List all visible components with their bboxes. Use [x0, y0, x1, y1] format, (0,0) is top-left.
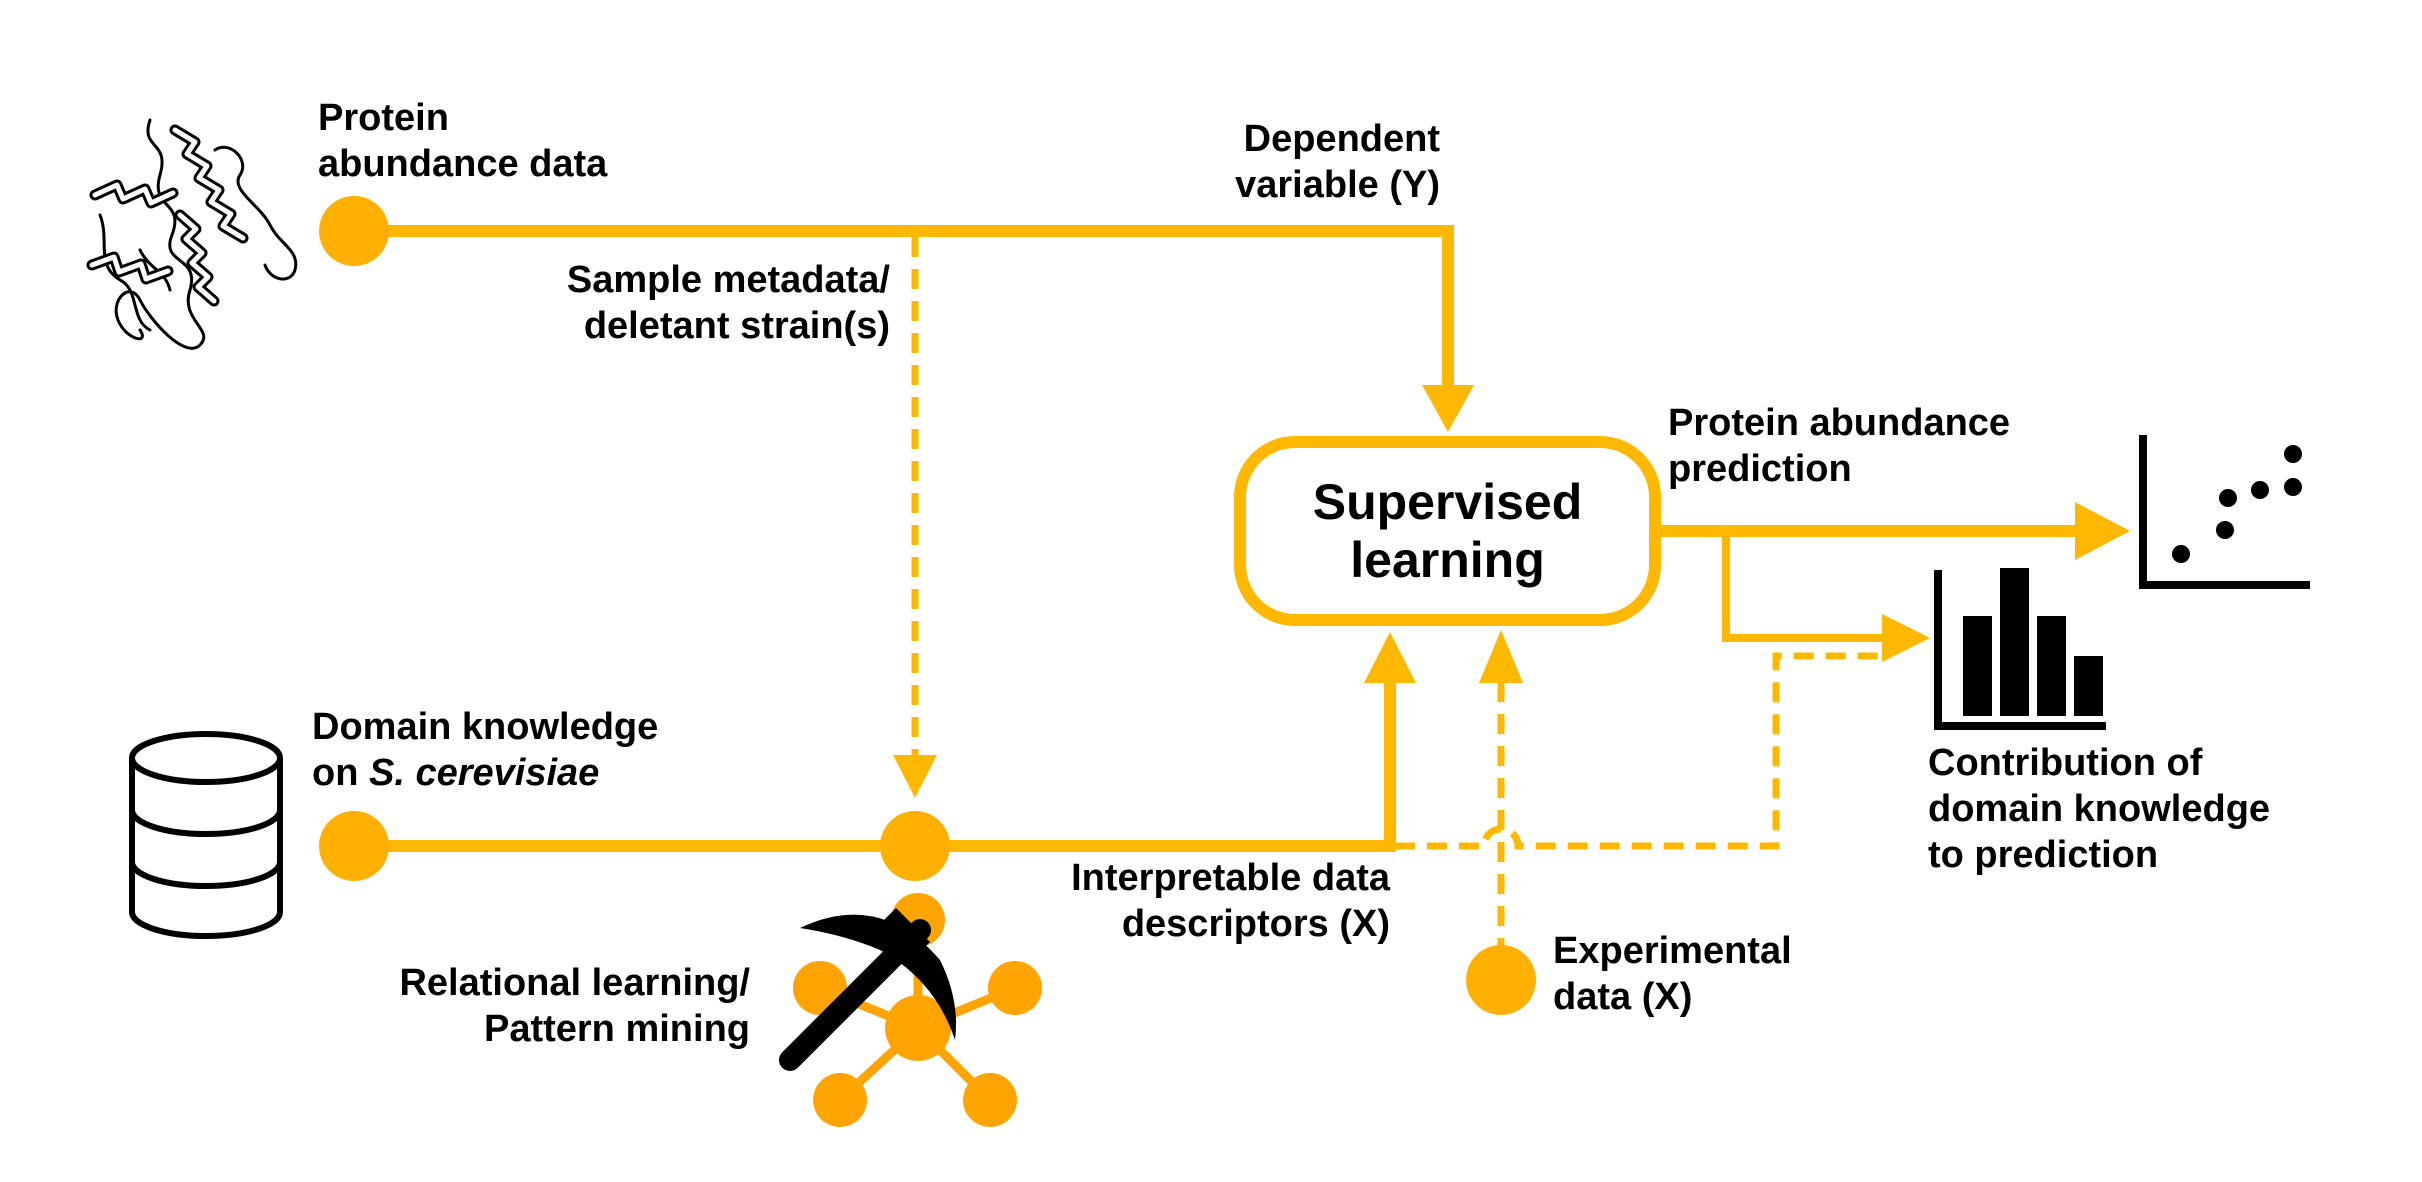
supervised-learning-label: Supervised learning: [1246, 473, 1649, 589]
domain-knowledge-label-prefix: on: [312, 752, 369, 794]
interpretable-descriptors-label: Interpretable data descriptors (X): [930, 855, 1390, 947]
database-icon: [129, 731, 283, 939]
experimental-arrowhead: [1479, 630, 1523, 683]
descriptor-dashed-line: [1395, 652, 1882, 850]
domain-knowledge-label-line2: on S. cerevisiae: [312, 750, 658, 796]
experimental-data-node: [1466, 945, 1536, 1015]
contribution-label-line1: Contribution of: [1928, 742, 2203, 784]
relational-learning-label-line2: Pattern mining: [483, 1008, 750, 1050]
supervised-learning-label-line1: Supervised: [1312, 474, 1583, 530]
protein-abundance-label: Protein abundance data: [318, 95, 607, 187]
scatter-plot-icon: [2139, 435, 2310, 589]
dashed-flows: [911, 237, 1882, 958]
contribution-arrowhead: [1882, 614, 1930, 662]
protein-abundance-node: [319, 196, 389, 266]
relational-learning-label-line1: Relational learning/: [399, 962, 750, 1004]
contribution-label: Contribution of domain knowledge to pred…: [1928, 740, 2270, 878]
descriptors-label-line2: descriptors (X): [1121, 903, 1390, 945]
relational-learning-label: Relational learning/ Pattern mining: [300, 960, 750, 1052]
bar-chart-icon: [1934, 568, 2106, 730]
species-name: S. cerevisiae: [368, 752, 600, 794]
protein-abundance-label-line2: abundance data: [318, 143, 608, 185]
knowledge-line: [354, 680, 1396, 852]
protein-structure-icon: [86, 118, 298, 350]
descriptors-arrowhead: [1364, 632, 1416, 683]
sample-metadata-label: Sample metadata/ deletant strain(s): [440, 257, 890, 349]
arrowheads: [1364, 385, 2130, 683]
sample-metadata-label-line2: deletant strain(s): [583, 305, 890, 347]
dependent-arrowhead: [1422, 385, 1474, 432]
prediction-arrowhead: [2075, 502, 2130, 560]
contribution-label-line3: to prediction: [1928, 834, 2159, 876]
sample-metadata-label-line1: Sample metadata/: [566, 259, 890, 301]
dependent-variable-label-line2: variable (Y): [1235, 164, 1440, 206]
pickaxe-network-icon: [779, 893, 1042, 1127]
descriptors-label-line1: Interpretable data: [1071, 857, 1390, 899]
dependent-variable-label-line1: Dependent: [1243, 118, 1440, 160]
domain-knowledge-node: [319, 811, 389, 881]
metadata-arrowhead: [893, 755, 937, 798]
nodes: [319, 196, 1536, 1015]
abundance-line: [354, 225, 1454, 390]
protein-abundance-prediction-label: Protein abundance prediction: [1668, 400, 2010, 492]
experimental-data-label-line1: Experimental: [1553, 930, 1792, 972]
prediction-label-line1: Protein abundance: [1668, 402, 2011, 444]
domain-knowledge-label-line1: Domain knowledge: [312, 706, 659, 748]
domain-knowledge-label: Domain knowledge on S. cerevisiae: [312, 704, 658, 796]
contribution-label-line2: domain knowledge: [1928, 788, 2271, 830]
dependent-variable-label: Dependent variable (Y): [1100, 116, 1440, 208]
descriptor-node: [880, 811, 950, 881]
experimental-data-label-line2: data (X): [1553, 976, 1693, 1018]
solid-flows: [354, 225, 2090, 852]
supervised-learning-label-line2: learning: [1350, 532, 1545, 588]
contribution-line: [1722, 531, 1890, 642]
supervised-learning-box: [1234, 436, 1661, 626]
prediction-label-line2: prediction: [1668, 448, 1852, 490]
experimental-data-label: Experimental data (X): [1553, 928, 1792, 1020]
protein-abundance-label-line1: Protein: [318, 97, 449, 139]
